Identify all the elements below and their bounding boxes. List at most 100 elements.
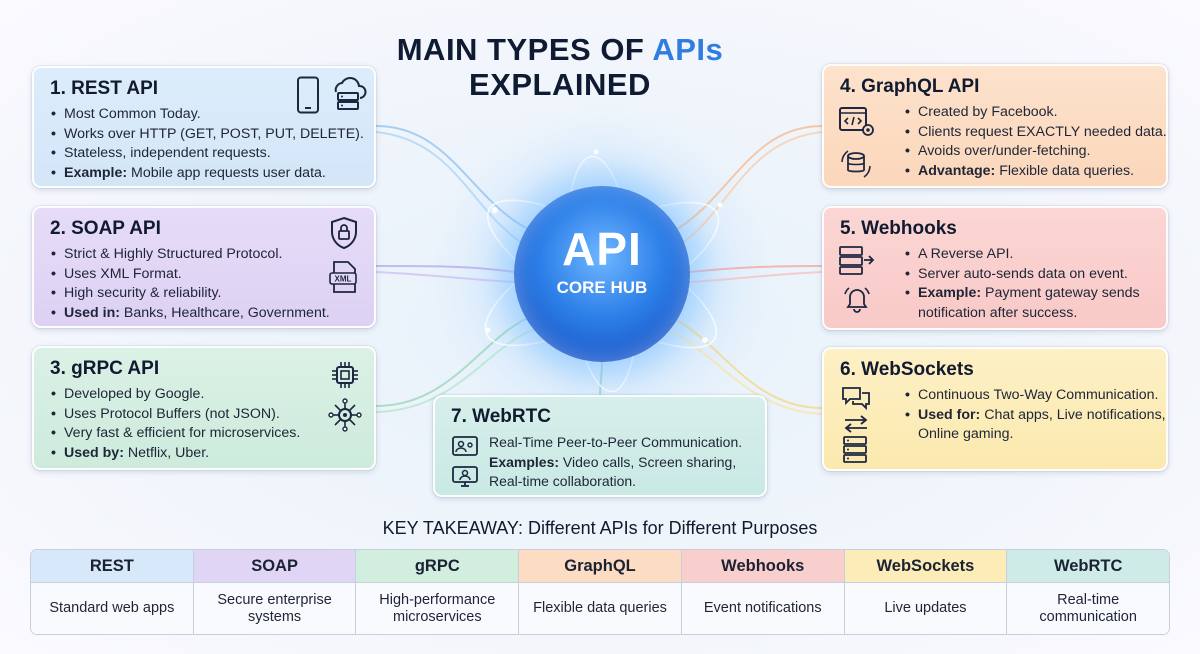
- table-cell: Live updates: [844, 583, 1007, 634]
- list-item: Clients request EXACTLY needed data.: [904, 123, 1167, 143]
- example-text: Flexible data queries.: [995, 162, 1135, 179]
- example-label: Used by:: [64, 444, 124, 461]
- chip-icon: [330, 360, 360, 390]
- list-item: Used by: Netflix, Uber.: [50, 444, 360, 464]
- list-item: Used for: Chat apps, Live notifications,…: [904, 406, 1166, 445]
- table-cell: Flexible data queries: [519, 583, 681, 634]
- bullet-list: Created by Facebook. Clients request EXA…: [904, 103, 1167, 182]
- list-item: Works over HTTP (GET, POST, PUT, DELETE)…: [50, 125, 364, 145]
- page-title: MAIN TYPES OF APIs EXPLAINED: [390, 32, 730, 102]
- bullet-list: Strict & Highly Structured Protocol. Use…: [50, 245, 360, 323]
- list-item: Avoids over/under-fetching.: [904, 142, 1152, 162]
- title-prefix: MAIN TYPES OF: [396, 32, 653, 67]
- example-text-cont: notification after success.: [918, 304, 1078, 321]
- list-item: Example: Mobile app requests user data.: [50, 164, 360, 184]
- list-item: Uses Protocol Buffers (not JSON).: [50, 405, 360, 425]
- table-cell: Event notifications: [681, 583, 844, 634]
- bullet-list: Developed by Google. Uses Protocol Buffe…: [50, 385, 360, 463]
- xml-badge-text: XML: [335, 275, 352, 284]
- example-text-cont: Real-time collaboration.: [489, 473, 637, 489]
- card-title: 6. WebSockets: [840, 359, 974, 380]
- two-way-arrows-icon: [842, 413, 870, 435]
- database-sync-icon: [838, 146, 874, 182]
- server-arrow-icon: [838, 244, 876, 276]
- table-header-cell: gRPC: [356, 550, 519, 583]
- list-item: Uses XML Format.: [50, 265, 360, 285]
- list-item: Examples: Video calls, Screen sharing, Re…: [489, 453, 751, 492]
- example-text: Netflix, Uber.: [123, 444, 210, 461]
- title-line2: EXPLAINED: [469, 67, 651, 102]
- example-text: Video calls, Screen sharing,: [559, 453, 737, 470]
- example-text: Banks, Healthcare, Government.: [119, 304, 330, 321]
- card-title: 3. gRPC API: [50, 358, 160, 379]
- key-takeaway-heading: KEY TAKEAWAY: Different APIs for Differe…: [382, 518, 818, 538]
- list-item: A Reverse API.: [904, 245, 1152, 265]
- hub-sublabel: CORE HUB: [556, 278, 648, 297]
- title-accent: APIs: [652, 32, 724, 67]
- hub-label: API: [562, 223, 642, 275]
- list-item: Example: Payment gateway sends notificati…: [904, 284, 1152, 323]
- bullet-list: Most Common Today. Works over HTTP (GET,…: [50, 105, 364, 184]
- table-header-cell: WebRTC: [1007, 550, 1169, 583]
- list-item: Strict & Highly Structured Protocol.: [50, 245, 360, 265]
- bullet-list: A Reverse API. Server auto-sends data on…: [904, 245, 1152, 323]
- table-cell: High-performance microservices: [356, 583, 519, 634]
- table-header-cell: REST: [31, 550, 193, 583]
- shield-lock-icon: [330, 216, 358, 250]
- smartphone-icon: [296, 76, 320, 114]
- list-item: Most Common Today.: [50, 105, 360, 125]
- server-stack-icon: [842, 435, 868, 465]
- example-text: Mobile app requests user data.: [127, 164, 326, 181]
- card-title: 4. GraphQL API: [840, 76, 980, 97]
- list-item: Continuous Two-Way Communication.: [904, 386, 1159, 406]
- example-label: Used for:: [918, 406, 981, 423]
- list-item: Advantage: Flexible data queries.: [904, 162, 1152, 182]
- list-item: Very fast & efficient for microservices.: [50, 424, 360, 444]
- table-cell: Secure enterprise systems: [193, 583, 356, 634]
- card-title: 1. REST API: [50, 78, 159, 99]
- table-header-cell: WebSockets: [844, 550, 1007, 583]
- example-text: Payment gateway sends: [981, 285, 1140, 301]
- card-title: 2. SOAP API: [50, 218, 161, 239]
- example-label: Used in:: [64, 304, 120, 321]
- screen-share-icon: [451, 465, 479, 489]
- list-item: Real-Time Peer-to-Peer Communication.: [489, 434, 743, 450]
- list-item: Used in: Banks, Healthcare, Government.: [50, 304, 360, 324]
- card-webrtc: 7. WebRTC Real-Time Peer-to-Peer Communi…: [433, 395, 767, 497]
- card-title: 7. WebRTC: [451, 406, 551, 427]
- list-item: Stateless, independent requests.: [50, 144, 360, 164]
- xml-file-icon: XML: [328, 260, 360, 294]
- video-call-icon: [451, 435, 479, 457]
- card-websockets: 6. WebSockets Continuous Two-Way Communi…: [822, 347, 1168, 471]
- bullet-list: Continuous Two-Way Communication. Used f…: [904, 386, 1166, 445]
- example-text: Chat apps, Live notifications,: [980, 406, 1166, 423]
- bell-icon: [842, 284, 872, 314]
- example-label: Example:: [918, 285, 982, 301]
- card-rest-api: 1. REST API Most Common Today. Works ove…: [32, 66, 376, 188]
- card-title: 5. Webhooks: [840, 218, 957, 239]
- list-item: High security & reliability.: [50, 284, 360, 304]
- list-item: Server auto-sends data on event.: [904, 265, 1152, 285]
- card-webhooks: 5. Webhooks A Reverse API. Server auto-s…: [822, 206, 1168, 330]
- example-text-cont: Online gaming.: [918, 426, 1014, 442]
- card-grpc-api: 3. gRPC API Developed by Google. Uses Pr…: [32, 346, 376, 470]
- table-cell: Standard web apps: [31, 583, 193, 634]
- example-label: Advantage:: [918, 162, 996, 179]
- cloud-server-icon: [328, 74, 368, 114]
- bullet-list: Real-Time Peer-to-Peer Communication. Ex…: [489, 433, 751, 492]
- table-cell: Real-time communication: [1007, 583, 1169, 634]
- chat-bubbles-icon: [840, 385, 872, 411]
- card-graphql-api: 4. GraphQL API Created by Facebook. Clie…: [822, 64, 1168, 188]
- example-label: Example:: [64, 164, 128, 181]
- list-item: Created by Facebook.: [904, 103, 1152, 123]
- example-label: Examples:: [489, 453, 560, 470]
- code-gear-icon: [838, 106, 876, 138]
